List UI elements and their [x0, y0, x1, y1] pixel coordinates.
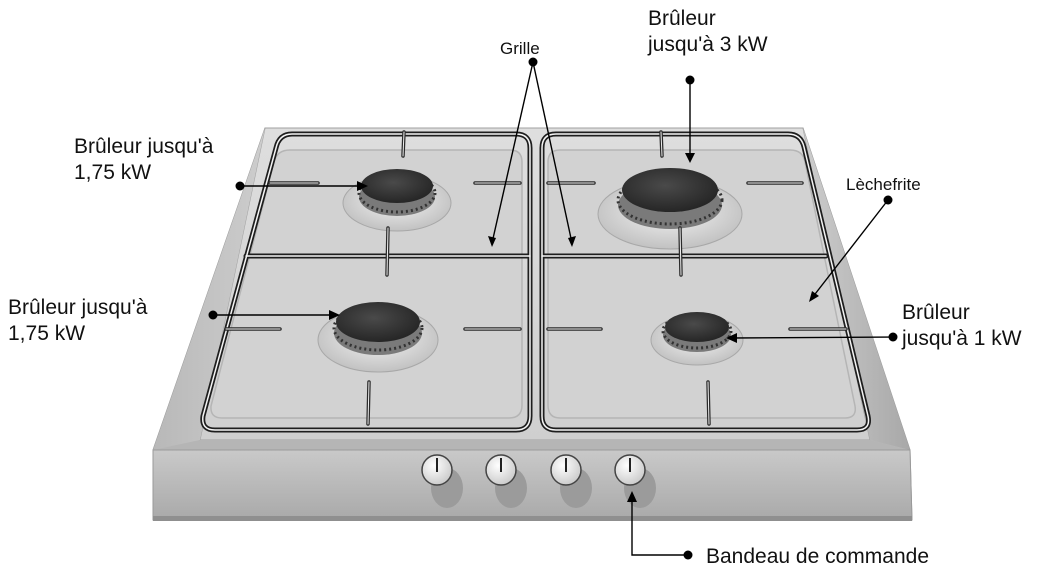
- leader-lines: [208, 57, 898, 560]
- label-burner-3kw: Brûleur jusqu'à 3 kW: [648, 7, 768, 56]
- leader-lechefrite: [809, 195, 893, 302]
- burner-bottom-left: [317, 302, 439, 373]
- label-lechefrite: Lèchefrite: [846, 175, 921, 194]
- leader-burner-3kw: [685, 75, 695, 163]
- leader-control-panel: [627, 491, 693, 560]
- label-burner-top-left: Brûleur jusqu'à 1,75 kW: [74, 135, 214, 184]
- knob-3[interactable]: [550, 454, 592, 508]
- knob-1[interactable]: [421, 454, 463, 508]
- leader-burner-top-left: [235, 181, 368, 191]
- knob-2[interactable]: [485, 454, 527, 508]
- burner-top-left: [342, 169, 452, 232]
- label-control-panel: Bandeau de commande: [706, 545, 929, 568]
- leader-grille: [488, 57, 576, 247]
- label-burner-bottom-left: Brûleur jusqu'à 1,75 kW: [8, 296, 148, 345]
- burner-top-right: [597, 168, 743, 250]
- leader-burner-1kw: [726, 332, 898, 343]
- leader-burner-bottom-left: [208, 310, 340, 320]
- label-burner-1kw: Brûleur jusqu'à 1 kW: [902, 301, 1022, 350]
- knob-4[interactable]: [614, 454, 656, 508]
- grate: [200, 130, 871, 433]
- label-grille: Grille: [500, 39, 540, 58]
- control-knobs: [421, 454, 656, 508]
- burner-bottom-right: [650, 312, 744, 366]
